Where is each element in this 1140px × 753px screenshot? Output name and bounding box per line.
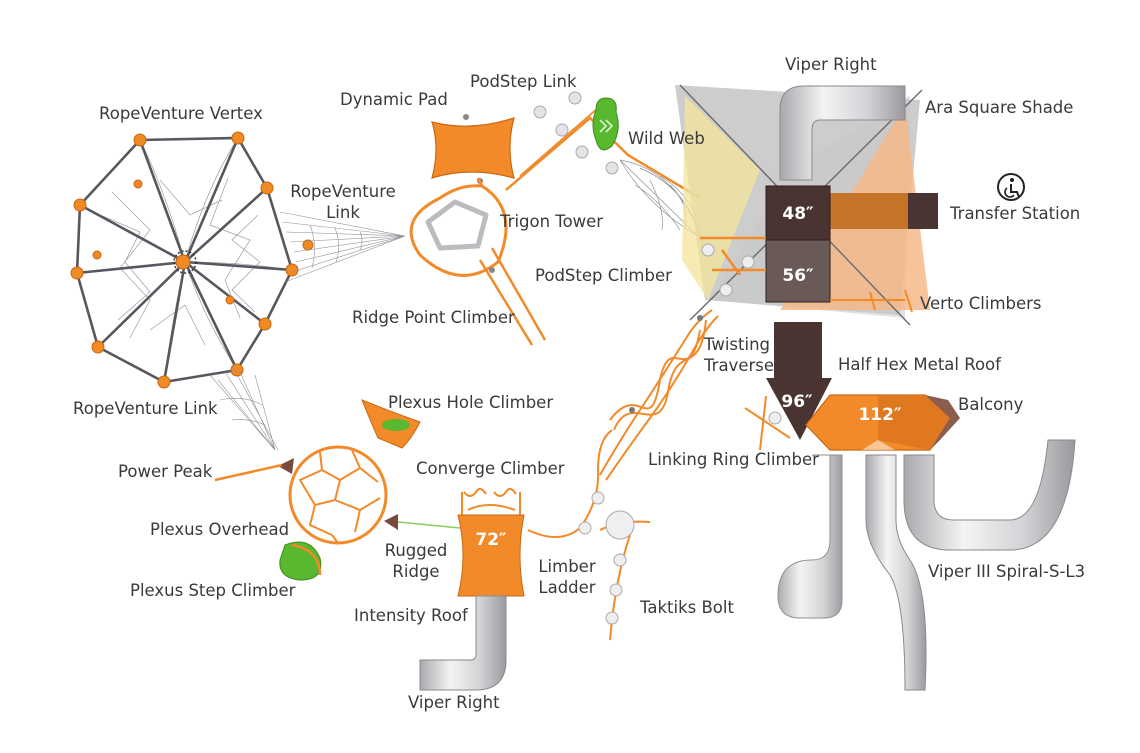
plexus-hole-climber: [361, 399, 421, 449]
label-twisting-traverse-line2: Traverse: [704, 355, 774, 375]
ramp-deck: 96″: [766, 322, 832, 440]
wild-web: [619, 159, 707, 251]
label-ropeventure-link-top-line2: Link: [326, 202, 360, 222]
vertex-post-caps: [70, 131, 314, 389]
taktiks-bolt: [605, 510, 635, 641]
label-converge-climber: Converge Climber: [416, 459, 565, 478]
wheelchair-accessibility-icon: [997, 173, 1025, 201]
label-taktiks-bolt: Taktiks Bolt: [640, 598, 734, 617]
verto-climbers: [830, 289, 913, 313]
deck-72-height: 72″: [475, 530, 507, 550]
half-hex-metal-roof: 112″: [805, 394, 960, 451]
label-limber-ladder-line2: Ladder: [538, 577, 596, 597]
deck-56: 56″: [765, 239, 831, 303]
label-limber-ladder-line1: Limber: [538, 557, 596, 576]
deck-48: 48″: [765, 185, 831, 241]
label-wild-web: Wild Web: [628, 129, 705, 148]
label-ropeventure-link-bottom: RopeVenture Link: [73, 399, 218, 418]
podstep-link: [505, 91, 701, 200]
label-verto-climbers: Verto Climbers: [920, 294, 1042, 313]
label-intensity-roof: Intensity Roof: [354, 606, 468, 625]
label-ropeventure-vertex: RopeVenture Vertex: [99, 104, 263, 123]
viper-spiral-slides: [777, 439, 1076, 691]
label-viper-right-bottom: Viper Right: [408, 693, 500, 712]
ropeventure-vertex-structure: [70, 131, 314, 389]
dynamic-pad: [431, 114, 515, 184]
deck-112-height: 112″: [858, 405, 901, 425]
vertex-center-hub: [173, 250, 197, 274]
label-rugged-ridge-line1: Rugged: [384, 541, 448, 560]
label-twisting-traverse: Twisting Traverse: [704, 335, 774, 376]
label-viper-right-top: Viper Right: [785, 55, 877, 74]
ropeventure-link-top: [279, 211, 406, 283]
vertex-rope-frame: [75, 136, 294, 384]
label-dynamic-pad: Dynamic Pad: [340, 90, 448, 109]
label-limber-ladder: Limber Ladder: [532, 557, 602, 598]
label-plexus-step-climber: Plexus Step Climber: [130, 581, 296, 600]
label-linking-ring-climber: Linking Ring Climber: [648, 450, 819, 469]
viper-right-top-slide: [779, 85, 906, 181]
label-trigon-tower: Trigon Tower: [500, 212, 604, 231]
label-podstep-link: PodStep Link: [470, 72, 577, 91]
label-podstep-climber: PodStep Climber: [535, 266, 672, 285]
label-ridge-point-climber: Ridge Point Climber: [352, 308, 515, 327]
label-rugged-ridge-line2: Ridge: [392, 561, 440, 581]
label-twisting-traverse-line1: Twisting: [704, 335, 771, 354]
viper-right-bottom-slide: [419, 595, 507, 691]
deck-48-height: 48″: [782, 204, 814, 224]
deck-56-height: 56″: [782, 266, 814, 286]
transfer-station: [826, 193, 938, 229]
label-ropeventure-link-top: RopeVenture Link: [286, 182, 400, 223]
converge-climber: [461, 488, 521, 515]
label-balcony: Balcony: [958, 395, 1024, 414]
ridge-point-climber: [478, 247, 547, 346]
deck-96-height: 96″: [781, 392, 813, 412]
label-transfer-station: Transfer Station: [950, 204, 1081, 223]
ropeventure-link-bottom: [209, 364, 279, 451]
label-plexus-hole-climber: Plexus Hole Climber: [388, 393, 554, 412]
label-power-peak: Power Peak: [118, 462, 213, 481]
plexus-overhead: [214, 445, 461, 545]
label-plexus-overhead: Plexus Overhead: [150, 520, 290, 539]
plexus-step-climber: [279, 541, 322, 581]
linking-ring-climber: [744, 395, 791, 451]
trigon-tower: [409, 177, 508, 277]
label-ropeventure-link-top-line1: RopeVenture: [290, 182, 396, 201]
label-ara-square-shade: Ara Square Shade: [925, 98, 1074, 117]
deck-72: 72″: [457, 514, 525, 597]
label-viper-spiral: Viper III Spiral-S-L3: [928, 562, 1086, 581]
label-rugged-ridge: Rugged Ridge: [382, 541, 450, 582]
label-half-hex-metal-roof: Half Hex Metal Roof: [838, 355, 1001, 374]
twisting-traverse: [599, 309, 719, 481]
podstep-climber: [700, 236, 766, 297]
